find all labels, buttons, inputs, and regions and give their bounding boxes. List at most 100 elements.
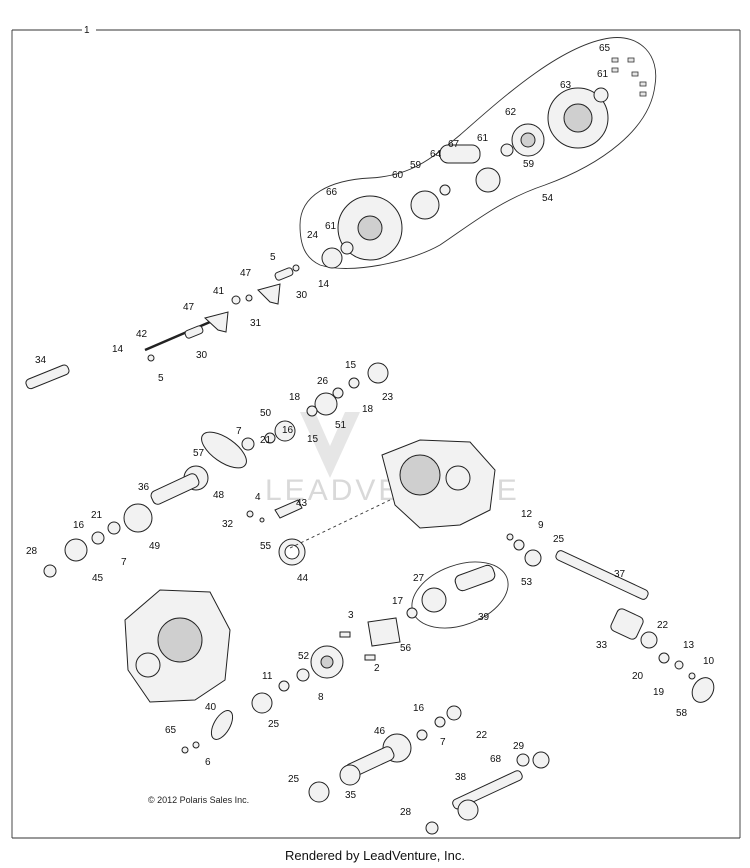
callout: 30 [196, 350, 208, 361]
callout: 16 [282, 425, 294, 436]
callout: 25 [268, 719, 280, 730]
watermark-logo [300, 412, 360, 478]
callout: 25 [553, 534, 565, 545]
callout: 66 [326, 187, 338, 198]
callout: 6 [205, 757, 211, 768]
copyright-notice: © 2012 Polaris Sales Inc. [148, 795, 249, 805]
assembly-leader [289, 499, 391, 549]
callout: 56 [400, 643, 412, 654]
callout: 68 [490, 754, 502, 765]
callout: 35 [345, 790, 357, 801]
callout: 61 [477, 133, 489, 144]
callout: 18 [362, 404, 374, 415]
assembly-label: 1 [84, 25, 90, 36]
callout: 7 [236, 426, 242, 437]
callout: 25 [288, 774, 300, 785]
drive-shaft-parts [43, 362, 389, 578]
callout: 5 [270, 252, 276, 263]
callout: 45 [92, 573, 104, 584]
callout: 37 [614, 569, 626, 580]
callout: 7 [440, 737, 446, 748]
transmission-housing [124, 439, 496, 703]
callout: 28 [400, 807, 412, 818]
callout: 22 [657, 620, 669, 631]
callout: 14 [318, 279, 330, 290]
callout: 51 [335, 420, 347, 431]
callout: 59 [523, 159, 535, 170]
callout: 47 [183, 302, 195, 313]
callout: 61 [597, 69, 609, 80]
callout: 2 [374, 663, 380, 674]
callout: 16 [73, 520, 85, 531]
callout: 42 [136, 329, 148, 340]
callout: 4 [255, 492, 261, 503]
output-shaft-parts [506, 533, 715, 703]
assembly-frame: 1 [11, 25, 741, 839]
callout: 48 [213, 490, 225, 501]
callout: 14 [112, 344, 124, 355]
callout: 38 [455, 772, 467, 783]
callout: 24 [307, 230, 319, 241]
callout: 67 [448, 139, 460, 150]
callout: 65 [599, 43, 611, 54]
callout: 10 [703, 656, 715, 667]
callout: 34 [35, 355, 47, 366]
callout: 52 [298, 651, 310, 662]
callout: 19 [653, 687, 665, 698]
callout: 8 [318, 692, 324, 703]
callout: 59 [410, 160, 422, 171]
callout: 61 [325, 221, 337, 232]
callout: 17 [392, 596, 404, 607]
callout: 41 [213, 286, 225, 297]
callout: 7 [121, 557, 127, 568]
callout: 54 [542, 193, 554, 204]
callout: 57 [193, 448, 205, 459]
rendered-by-footer: Rendered by LeadVenture, Inc. [285, 848, 465, 863]
callout: 64 [430, 149, 442, 160]
callout: 15 [307, 434, 319, 445]
callout: 20 [632, 671, 644, 682]
shift-parts [25, 264, 300, 390]
gearcase-parts [321, 57, 647, 269]
callout: 27 [413, 573, 425, 584]
callout: 5 [158, 373, 164, 384]
callout: 15 [345, 360, 357, 371]
callout: 26 [317, 376, 329, 387]
callout: 30 [296, 290, 308, 301]
callout: 47 [240, 268, 252, 279]
callout: 22 [476, 730, 488, 741]
callout: 32 [222, 519, 234, 530]
callout: 39 [478, 612, 490, 623]
callout: 3 [348, 610, 354, 621]
callout: 21 [91, 510, 103, 521]
callout: 43 [296, 498, 308, 509]
callout: 18 [289, 392, 301, 403]
callout: 28 [26, 546, 38, 557]
lower-gear-parts [181, 561, 550, 835]
callout: 11 [262, 671, 273, 682]
callout: 31 [250, 318, 262, 329]
callout: 44 [297, 573, 309, 584]
callout: 21 [260, 435, 272, 446]
callout: 55 [260, 541, 272, 552]
callout: 12 [521, 509, 533, 520]
callout: 36 [138, 482, 150, 493]
callout: 62 [505, 107, 517, 118]
callout: 63 [560, 80, 572, 91]
callout: 29 [513, 741, 525, 752]
callout: 23 [382, 392, 394, 403]
callout: 46 [374, 726, 386, 737]
callout: 65 [165, 725, 177, 736]
callout: 9 [538, 520, 544, 531]
gearcase-outline [299, 37, 657, 269]
callout: 16 [413, 703, 425, 714]
callout: 40 [205, 702, 217, 713]
callout: 13 [683, 640, 695, 651]
callouts: 65 61 63 62 61 67 64 59 59 60 54 66 61 2… [26, 43, 715, 818]
callout: 60 [392, 170, 404, 181]
callout: 33 [596, 640, 608, 651]
callout: 53 [521, 577, 533, 588]
callout: 50 [260, 408, 272, 419]
callout: 49 [149, 541, 161, 552]
